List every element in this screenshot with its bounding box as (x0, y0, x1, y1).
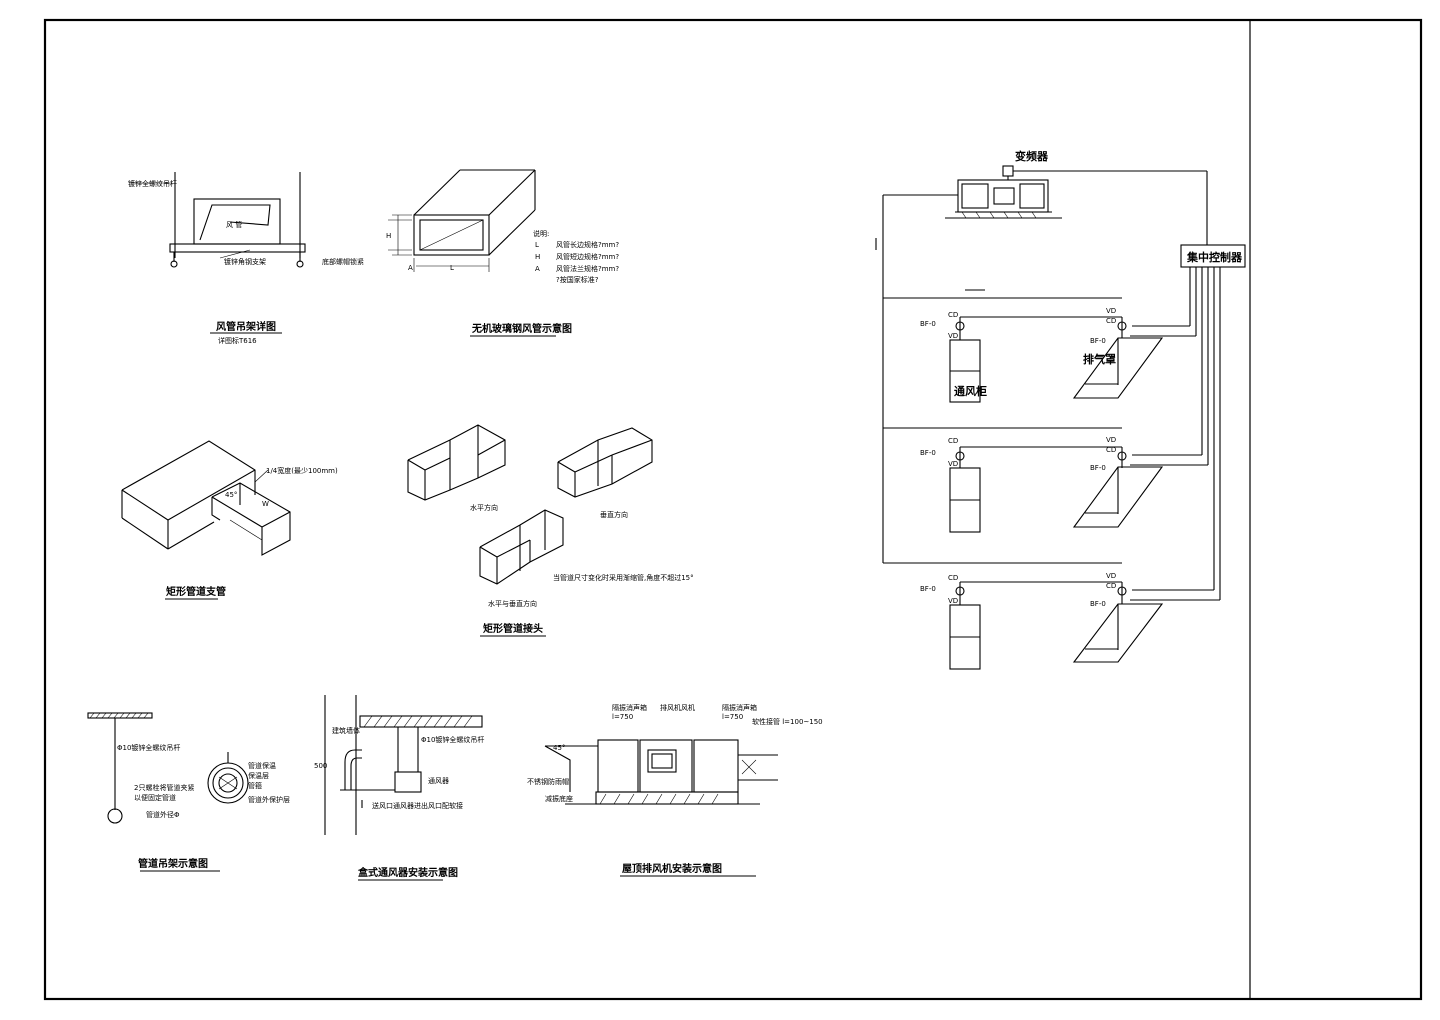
joint-label-vertical: 垂直方向 (600, 510, 628, 519)
glass-duct-title: 无机玻璃钢风管示意图 (471, 322, 572, 335)
pipe-hanger-c4: 管道外保护层 (248, 795, 290, 804)
roof-fan-weather: 不锈钢防雨帽 (527, 777, 569, 786)
glass-duct-legend-key-1: H (535, 253, 540, 261)
glass-duct-dim-H: H (386, 232, 391, 240)
joint-label-horizontal: 水平方向 (470, 503, 498, 512)
system-vd-2a: VD (948, 460, 958, 468)
glass-duct-drawing (388, 169, 556, 337)
pipe-hanger-rod: Φ10镀锌全螺纹吊杆 (117, 743, 180, 752)
system-inverter: 变频器 (1015, 149, 1049, 163)
glass-duct-legend-heading: 说明: (533, 229, 549, 238)
system-bf-3b: BF-0 (1090, 600, 1106, 608)
drawing-frame (43, 18, 1423, 1001)
pipe-hanger-c2: 保温层 (248, 771, 269, 780)
system-cabinet: 通风柜 (954, 384, 987, 398)
glass-duct-legend-key-2: A (535, 265, 540, 273)
system-controller: 集中控制器 (1186, 250, 1243, 264)
cassette-dim: 500 (314, 762, 327, 770)
system-bf-1b: BF-0 (1090, 337, 1106, 345)
system-exhaust-hood: 排气罩 (1083, 352, 1116, 366)
roof-fan-drawing (544, 739, 778, 877)
branch-angle: 45° (225, 491, 237, 499)
pipe-hanger-pipe: 管道外径Φ (146, 810, 180, 819)
branch-title: 矩形管道支管 (166, 585, 226, 598)
system-bf-2b: BF-0 (1090, 464, 1106, 472)
system-bf-2a: BF-0 (920, 449, 936, 457)
glass-duct-legend-text-1: 风管短边规格?mm? (556, 252, 619, 261)
system-cd-3b: CD (1106, 582, 1116, 590)
glass-duct-legend-key-0: L (535, 241, 539, 249)
glass-duct-legend-text-0: 风管长边规格?mm? (556, 240, 619, 249)
hanger-rod-label: 镀锌全螺纹吊杆 (128, 179, 177, 188)
glass-duct-legend-text-2: 风管法兰规格?mm? (556, 264, 619, 273)
glass-duct-dim-A: A (408, 264, 413, 272)
hanger-duct-label: 风 管 (226, 220, 242, 229)
system-cd-2a: CD (948, 437, 958, 445)
hanger-bolt-label: 底部螺帽锁紧 (322, 257, 364, 266)
cassette-title: 盒式通风器安装示意图 (357, 866, 458, 879)
hanger-angle-label: 镀锌角钢支架 (224, 257, 266, 266)
roof-fan-box2: 隔振消声箱 (722, 703, 757, 712)
hanger-subtitle: 详图标T616 (218, 336, 257, 345)
system-vd-3: VD (1106, 572, 1116, 580)
roof-fan-flex: 软性接管 l=100~150 (752, 717, 823, 726)
roof-fan-fan: 排风机风机 (660, 703, 695, 712)
system-vd-1a: VD (948, 332, 958, 340)
system-cd-1a: CD (948, 311, 958, 319)
cassette-drawing (324, 695, 483, 881)
hanger-detail (130, 172, 306, 334)
cassette-wall: 建筑墙体 (332, 726, 360, 735)
system-bf-3a: BF-0 (920, 585, 936, 593)
pipe-hanger-note1: 2只螺栓将管道夹紧 (134, 783, 194, 792)
glass-duct-dim-L: L (450, 264, 454, 272)
pipe-hanger-drawing (87, 712, 249, 872)
pipe-hanger-note2: 以便固定管道 (134, 793, 176, 802)
cassette-grille: 送风口 (372, 801, 393, 810)
pipe-hanger-c3: 管箍 (248, 781, 262, 790)
system-diagram (875, 165, 1246, 670)
system-cd-3a: CD (948, 574, 958, 582)
cassette-rod: Φ10镀锌全螺纹吊杆 (421, 735, 484, 744)
branch-dim-W: W (262, 500, 269, 508)
joint-drawing (407, 424, 653, 637)
cassette-unit: 通风器 (428, 776, 449, 785)
roof-fan-angle: 45° (553, 744, 565, 752)
system-vd-2: VD (1106, 436, 1116, 444)
roof-fan-title: 屋顶排风机安装示意图 (622, 862, 722, 875)
system-cd-1b: CD (1106, 317, 1116, 325)
pipe-hanger-c1: 管道保温 (248, 761, 276, 770)
joint-label-both: 水平与垂直方向 (488, 599, 537, 608)
system-bf-1a: BF-0 (920, 320, 936, 328)
hanger-title: 风管吊架详图 (216, 320, 276, 333)
glass-duct-legend-text-3: ?按国家标准? (556, 275, 599, 284)
roof-fan-box1: 隔振消声箱 (612, 703, 647, 712)
joint-title: 矩形管道接头 (483, 622, 543, 635)
system-vd-3a: VD (948, 597, 958, 605)
roof-fan-box2-l: l=750 (722, 713, 743, 721)
branch-duct-drawing (121, 440, 291, 600)
system-vd-1: VD (1106, 307, 1116, 315)
roof-fan-box1-l: l=750 (612, 713, 633, 721)
pipe-hanger-title: 管道吊架示意图 (138, 857, 208, 870)
roof-fan-base: 减振底座 (545, 794, 573, 803)
cassette-note: 通风器进出风口配软接 (393, 801, 463, 810)
joint-note: 当管道尺寸变化时采用渐缩管,角度不超过15° (553, 573, 694, 582)
branch-note: 1/4宽度(最少100mm) (266, 466, 338, 475)
system-cd-2b: CD (1106, 446, 1116, 454)
